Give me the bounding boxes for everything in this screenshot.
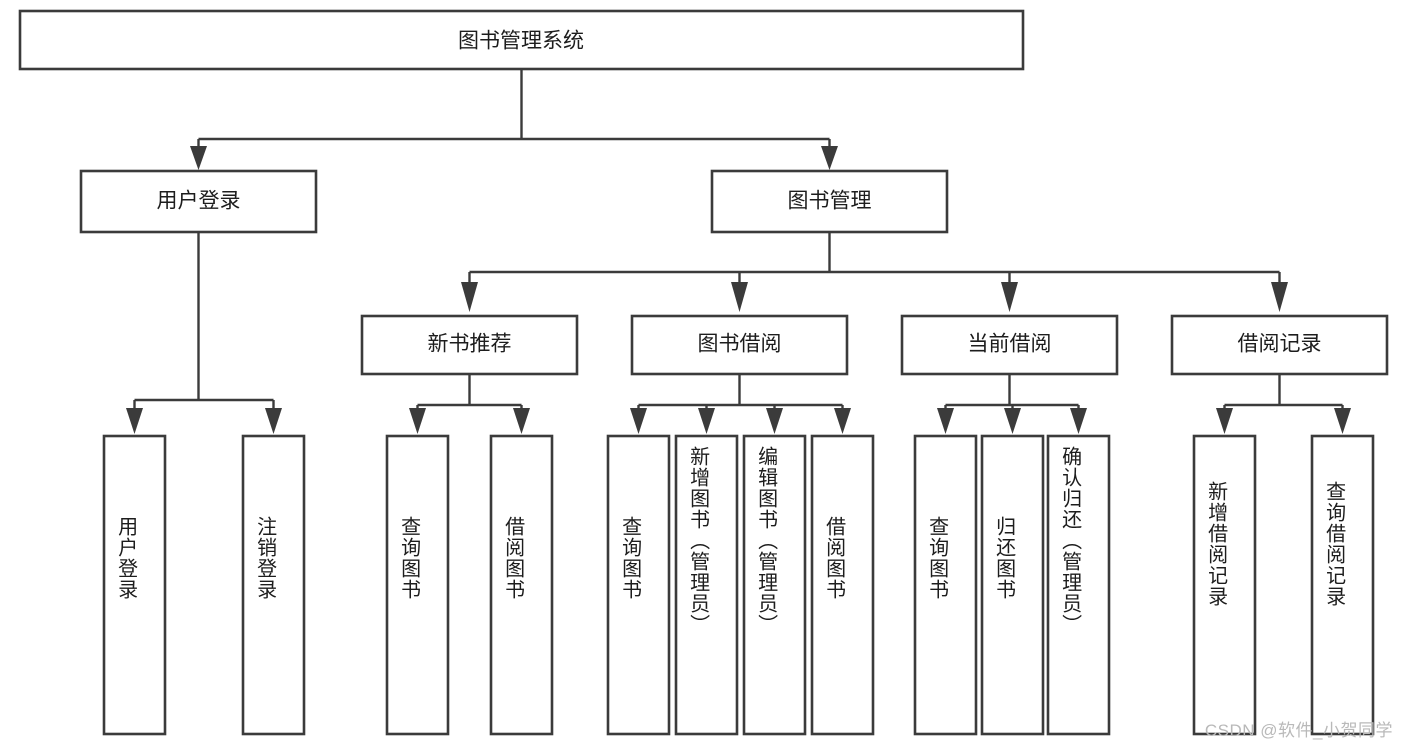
arrowhead-new-book-rec (461, 282, 478, 312)
node-user-login[interactable]: 用户登录 (79, 169, 318, 234)
leaf-box-borrow-add-book[interactable] (674, 434, 739, 736)
leaf-box-cur-return-book[interactable] (980, 434, 1045, 736)
arrowhead-userlogin (190, 146, 207, 170)
node-borrow-record-box[interactable] (1170, 314, 1389, 376)
csdn-watermark: CSDN @软件_小贺同学 (1204, 721, 1393, 740)
node-root-box[interactable] (18, 9, 1025, 71)
node-new-book-rec-label: 新书推荐 (428, 333, 512, 356)
node-book-manage-label: 图书管理 (788, 190, 872, 213)
node-new-book-rec-box[interactable] (360, 314, 579, 376)
leaf-box-user-logout[interactable] (241, 434, 306, 736)
arrowhead-leaf-rec-query-book (409, 408, 426, 434)
arrowhead-leaf-rec-borrow-book (513, 408, 530, 434)
arrowhead-current-borrow (1001, 282, 1018, 312)
node-book-manage[interactable]: 图书管理 (710, 169, 949, 234)
arrowhead-leaf-rec-add-record (1216, 408, 1233, 434)
arrowhead-leaf-cur-return-book (1004, 408, 1021, 434)
node-current-borrow[interactable]: 当前借阅 (900, 314, 1119, 376)
node-book-borrow[interactable]: 图书借阅 (630, 314, 849, 376)
leaf-box-cur-query-book[interactable] (913, 434, 978, 736)
node-borrow-record-label: 借阅记录 (1238, 333, 1322, 356)
node-root-label: 图书管理系统 (458, 30, 584, 53)
arrowhead-leaf-borrow-query-book (630, 408, 647, 434)
arrowhead-leaf-cur-query-book (937, 408, 954, 434)
arrowhead-leaf-borrow-edit-book (766, 408, 783, 434)
arrowhead-borrow-record (1271, 282, 1288, 312)
leaf-box-cur-confirm-return[interactable] (1046, 434, 1111, 736)
node-book-manage-box[interactable] (710, 169, 949, 234)
node-book-borrow-box[interactable] (630, 314, 849, 376)
arrowhead-leaf-cur-confirm-return (1070, 408, 1087, 434)
node-current-borrow-box[interactable] (900, 314, 1119, 376)
leaf-box-user-login[interactable] (102, 434, 167, 736)
leaf-box-rec-query-record[interactable] (1310, 434, 1375, 736)
node-user-login-label: 用户登录 (157, 190, 241, 213)
node-book-borrow-label: 图书借阅 (698, 333, 782, 356)
arrowhead-leaf-user-login (126, 408, 143, 434)
arrowhead-bookmanage (821, 146, 838, 170)
arrowhead-book-borrow (731, 282, 748, 312)
leaf-box-rec-borrow-book[interactable] (489, 434, 554, 736)
leaf-box-borrow-borrow-book[interactable] (810, 434, 875, 736)
arrowhead-leaf-borrow-borrow-book (834, 408, 851, 434)
leaf-box-rec-query-book[interactable] (385, 434, 450, 736)
leaf-box-borrow-query-book[interactable] (606, 434, 671, 736)
leaf-box-rec-add-record[interactable] (1192, 434, 1257, 736)
node-current-borrow-label: 当前借阅 (968, 333, 1052, 356)
arrowhead-leaf-rec-query-record (1334, 408, 1351, 434)
arrowhead-leaf-user-logout (265, 408, 282, 434)
node-borrow-record[interactable]: 借阅记录 (1170, 314, 1389, 376)
node-new-book-rec[interactable]: 新书推荐 (360, 314, 579, 376)
leaf-box-borrow-edit-book[interactable] (742, 434, 807, 736)
node-root[interactable]: 图书管理系统 (18, 9, 1025, 71)
arrowhead-leaf-borrow-add-book (698, 408, 715, 434)
